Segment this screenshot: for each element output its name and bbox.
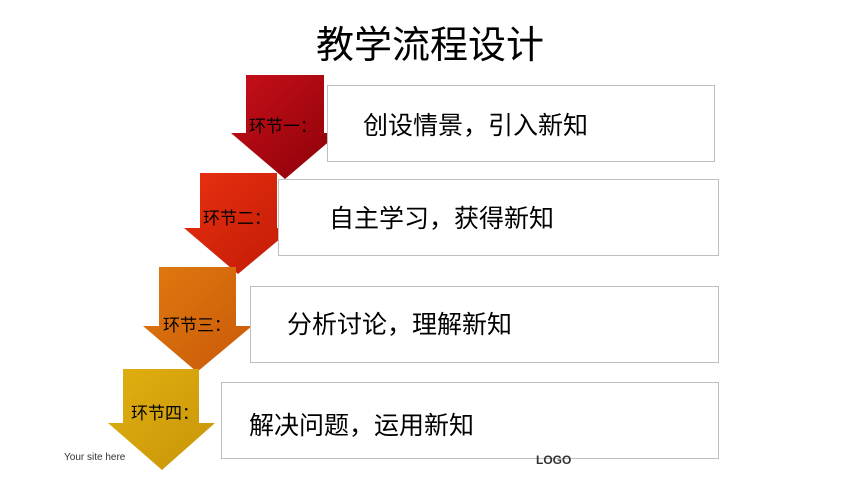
step-2-text: 自主学习，获得新知 [329,204,555,233]
step-1-arrow [231,75,339,179]
step-4-arrow [108,369,215,470]
slide-title: 教学流程设计 [315,23,544,67]
step-4-label: 环节四： [131,404,199,424]
step-1-text: 创设情景，引入新知 [363,111,589,140]
step-3-text: 分析讨论，理解新知 [287,310,513,339]
step-2-label: 环节二： [203,209,271,229]
footer-logo: LOGO [536,453,572,467]
step-1-label: 环节一： [249,117,317,137]
step-3-arrow [143,267,252,372]
step-3-label: 环节三： [163,316,231,336]
step-3-box [250,286,719,363]
step-1-box [327,85,715,162]
step-4-box [221,382,719,459]
step-2-box [278,179,719,256]
step-4-text: 解决问题，运用新知 [249,411,475,440]
footer-site-text: Your site here [64,452,126,463]
step-2-arrow [184,173,293,274]
